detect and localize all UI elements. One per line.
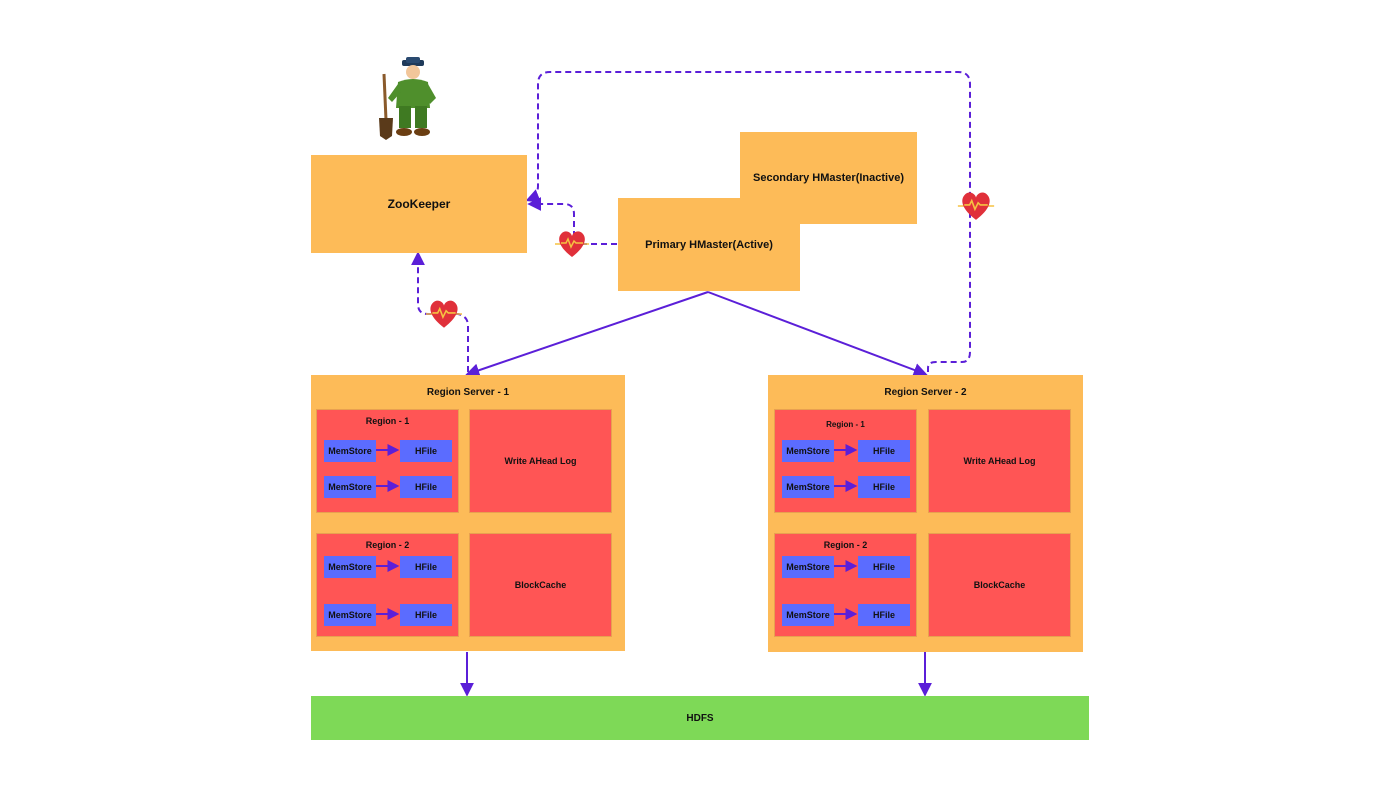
hfile-box: HFile [858, 440, 910, 462]
hdfs-label: HDFS [686, 712, 714, 724]
heartbeat-line-rs1-zookeeper [411, 251, 469, 372]
rs2-write-ahead-log: Write AHead Log [928, 409, 1071, 513]
arrow-hmaster-to-rs2 [707, 291, 928, 377]
memstore-box: MemStore [782, 440, 834, 462]
hfile-box: HFile [858, 556, 910, 578]
rs2-region-2: Region - 2 MemStore HFile MemStore HFile [774, 533, 917, 637]
secondary-hmaster-label: Secondary HMaster(Inactive) [753, 172, 904, 184]
memstore-box: MemStore [324, 476, 376, 498]
rs2-region-1: Region - 1 MemStore HFile MemStore HFile [774, 409, 917, 513]
heartbeat-line-rs2-zookeeper [525, 71, 971, 372]
zookeeper-keeper-illustration [379, 57, 436, 140]
hfile-box: HFile [400, 440, 452, 462]
hfile-box: HFile [400, 556, 452, 578]
heartbeat-line-hmaster-zookeeper [527, 197, 617, 245]
memstore-box: MemStore [324, 604, 376, 626]
arrow-hmaster-to-rs1 [465, 291, 709, 378]
primary-hmaster-label: Primary HMaster(Active) [645, 238, 773, 251]
zookeeper-box: ZooKeeper [311, 155, 527, 253]
hfile-box: HFile [858, 476, 910, 498]
heartbeat-heart-icon [957, 192, 995, 220]
hdfs-box: HDFS [311, 696, 1089, 740]
memstore-box: MemStore [782, 604, 834, 626]
region-server-2-title: Region Server - 2 [884, 387, 967, 398]
rs2-blockcache: BlockCache [928, 533, 1071, 637]
rs1-region-2-title: Region - 2 [365, 540, 410, 550]
zookeeper-label: ZooKeeper [387, 197, 451, 211]
primary-hmaster-box: Primary HMaster(Active) [618, 198, 800, 291]
hfile-box: HFile [400, 476, 452, 498]
heartbeat-heart-icon [555, 231, 589, 257]
rs1-write-ahead-log: Write AHead Log [469, 409, 612, 513]
region-server-1-title: Region Server - 1 [426, 387, 510, 398]
rs2-region-2-title: Region - 2 [823, 540, 868, 550]
memstore-box: MemStore [782, 476, 834, 498]
rs1-blockcache: BlockCache [469, 533, 612, 637]
memstore-box: MemStore [782, 556, 834, 578]
rs1-region-2: Region - 2 MemStore HFile MemStore HFile [316, 533, 459, 637]
heartbeat-heart-icon [426, 300, 462, 328]
hfile-box: HFile [400, 604, 452, 626]
hfile-box: HFile [858, 604, 910, 626]
memstore-box: MemStore [324, 440, 376, 462]
rs1-region-1: Region - 1 MemStore HFile MemStore HFile [316, 409, 459, 513]
rs2-region-1-title: Region - 1 [826, 420, 865, 429]
rs1-region-1-title: Region - 1 [365, 416, 410, 426]
region-server-2: Region Server - 2 Region - 1 MemStore HF… [768, 375, 1083, 652]
region-server-1: Region Server - 1 Region - 1 MemStore HF… [311, 375, 625, 651]
memstore-box: MemStore [324, 556, 376, 578]
